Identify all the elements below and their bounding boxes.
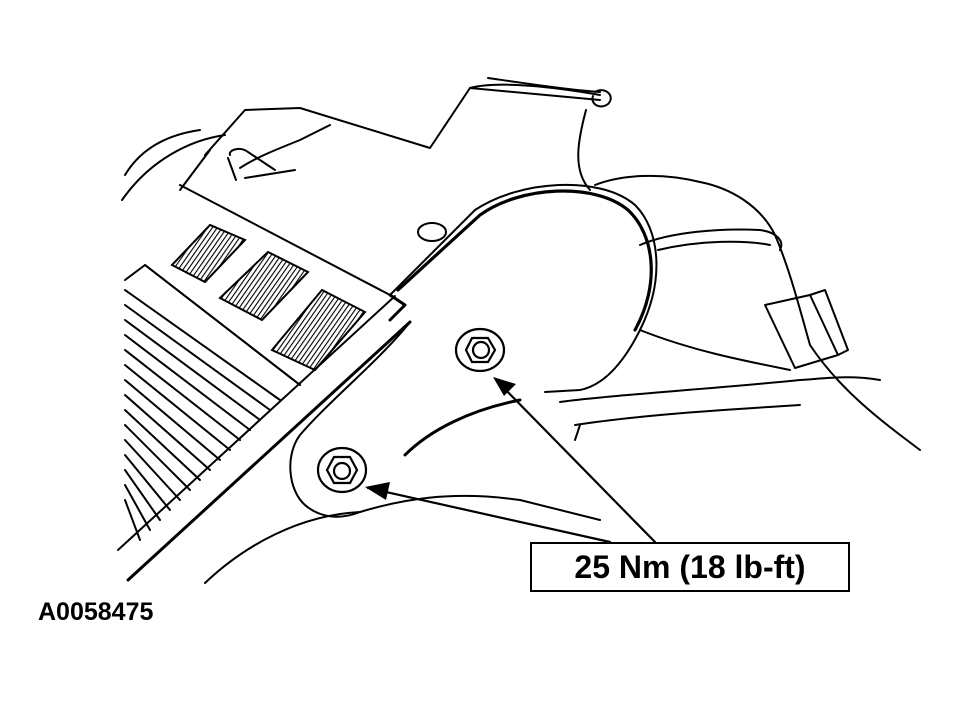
mounting-bracket	[179, 183, 658, 393]
upper-bolt	[454, 327, 506, 373]
lower-bolt	[316, 446, 368, 494]
figure-id: A0058475	[38, 598, 154, 626]
grille-panel	[124, 264, 301, 541]
callout-arrows	[366, 380, 657, 544]
lower-bracket	[117, 295, 601, 584]
housing-outline	[121, 87, 601, 201]
side-bracket	[559, 174, 921, 451]
torque-callout-box: 25 Nm (18 lb-ft)	[530, 542, 850, 592]
hatched-blocks	[170, 223, 367, 372]
hood-clip	[227, 77, 612, 191]
torque-label: 25 Nm (18 lb-ft)	[574, 548, 806, 585]
arrowheads	[365, 377, 516, 500]
